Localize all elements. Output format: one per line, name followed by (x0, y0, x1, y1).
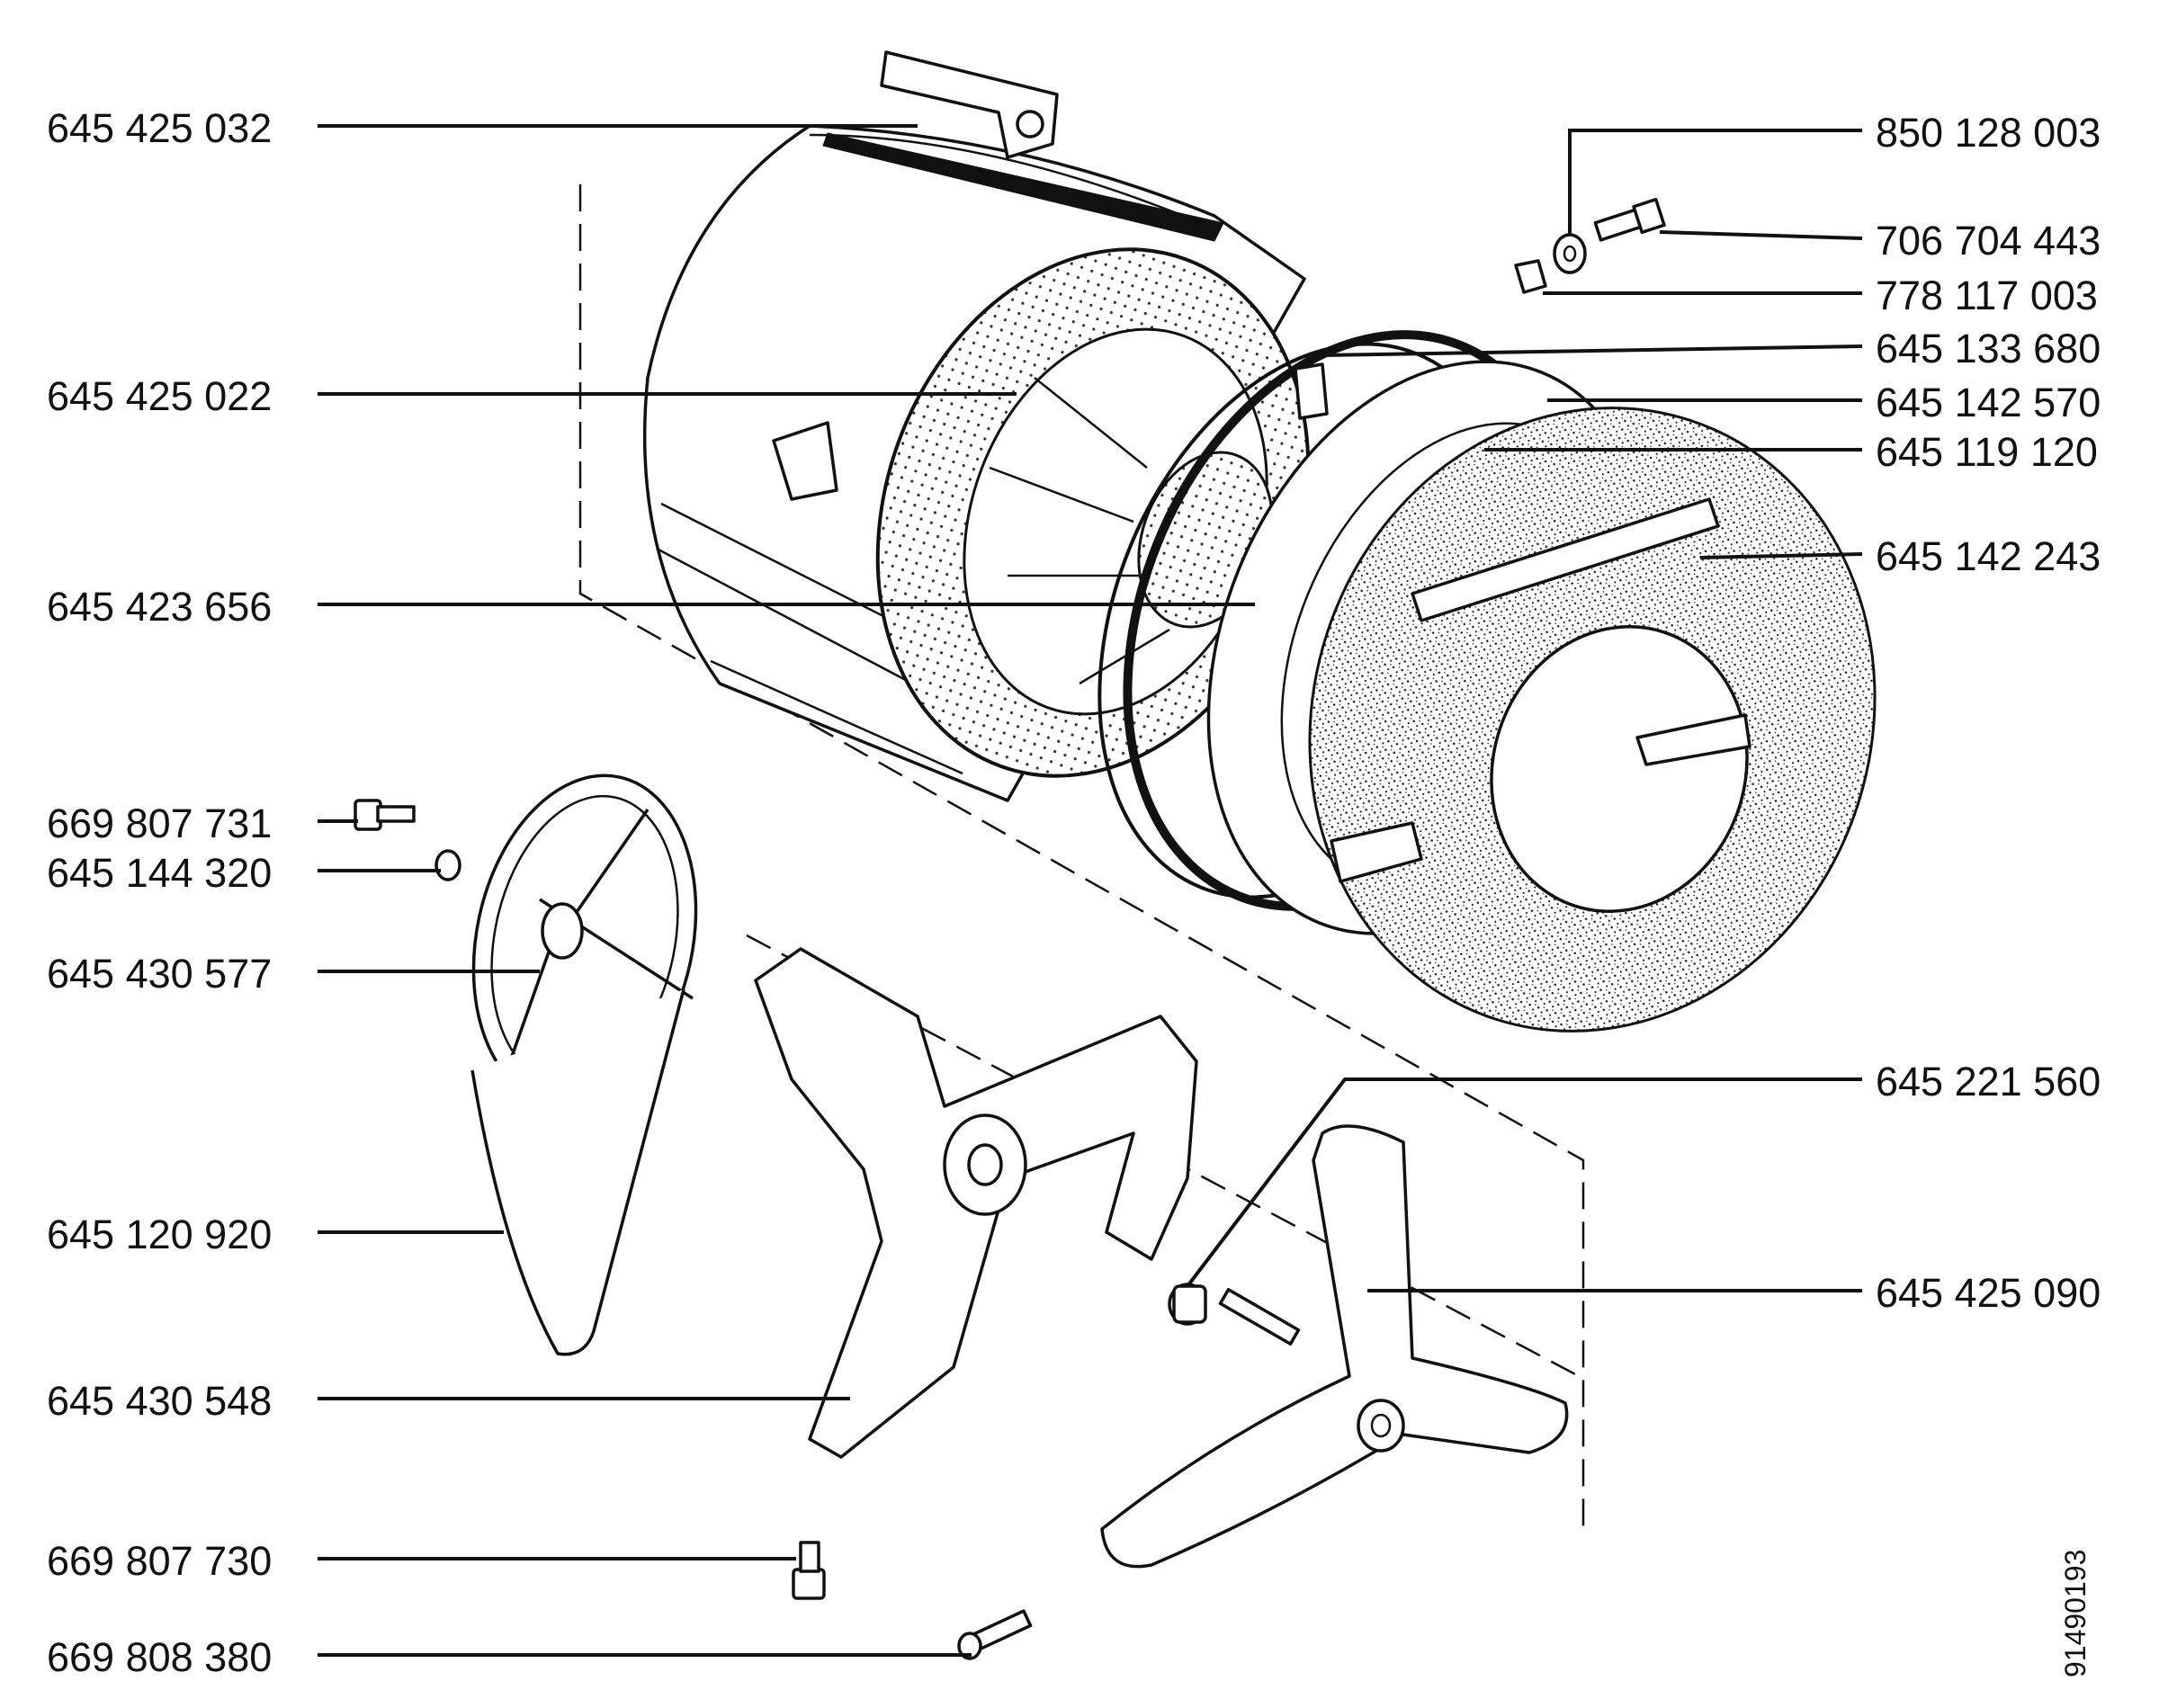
labels-left: 645 425 032 645 425 022 645 423 656 669 … (47, 105, 272, 1680)
support-bolt-669807730 (792, 1541, 826, 1600)
clip-nut-778117003 (1514, 259, 1547, 294)
label-645-221-560: 645 221 560 (1876, 1059, 2101, 1104)
label-645-425-032: 645 425 032 (47, 105, 272, 151)
label-706-704-443: 706 704 443 (1876, 218, 2101, 264)
label-645-430-577: 645 430 577 (47, 951, 272, 997)
pulley-washer-645144320 (434, 849, 461, 881)
label-778-117-003: 778 117 003 (1876, 273, 2098, 318)
pulley-bolt-669807731 (354, 799, 416, 831)
drive-belt (470, 988, 685, 1356)
washer-850128003 (1553, 233, 1587, 274)
labels-right: 850 128 003 706 704 443 778 117 003 645 … (1876, 110, 2101, 1316)
drum-spider (1100, 1124, 1569, 1569)
label-645-430-548: 645 430 548 (47, 1378, 272, 1424)
tub-support-bracket (754, 947, 1198, 1459)
leader-lines (318, 124, 1863, 1657)
label-645-142-243: 645 142 243 (1876, 533, 2101, 579)
figure-code: 91490193 (2059, 1550, 2092, 1677)
spider-screw-669808380 (957, 1609, 1033, 1660)
label-645-119-120: 645 119 120 (1876, 429, 2098, 475)
label-645-133-680: 645 133 680 (1876, 326, 2101, 371)
label-645-142-570: 645 142 570 (1876, 380, 2101, 425)
label-645-423-656: 645 423 656 (47, 584, 272, 630)
tub-front (1308, 407, 1877, 1033)
label-669-807-731: 669 807 731 (47, 800, 272, 846)
bearing-bush (1168, 1283, 1207, 1326)
bolt-706704443 (1593, 197, 1666, 242)
label-645-120-920: 645 120 920 (47, 1212, 272, 1257)
assembly-frame (578, 184, 1585, 1538)
label-669-808-380: 669 808 380 (47, 1634, 272, 1680)
label-850-128-003: 850 128 003 (1876, 110, 2101, 156)
label-645-425-022: 645 425 022 (47, 373, 272, 419)
inner-drum (875, 247, 1311, 778)
label-645-144-320: 645 144 320 (47, 850, 272, 896)
label-669-807-730: 669 807 730 (47, 1538, 272, 1584)
top-bracket (880, 50, 1059, 159)
label-645-425-090: 645 425 090 (1876, 1270, 2101, 1316)
